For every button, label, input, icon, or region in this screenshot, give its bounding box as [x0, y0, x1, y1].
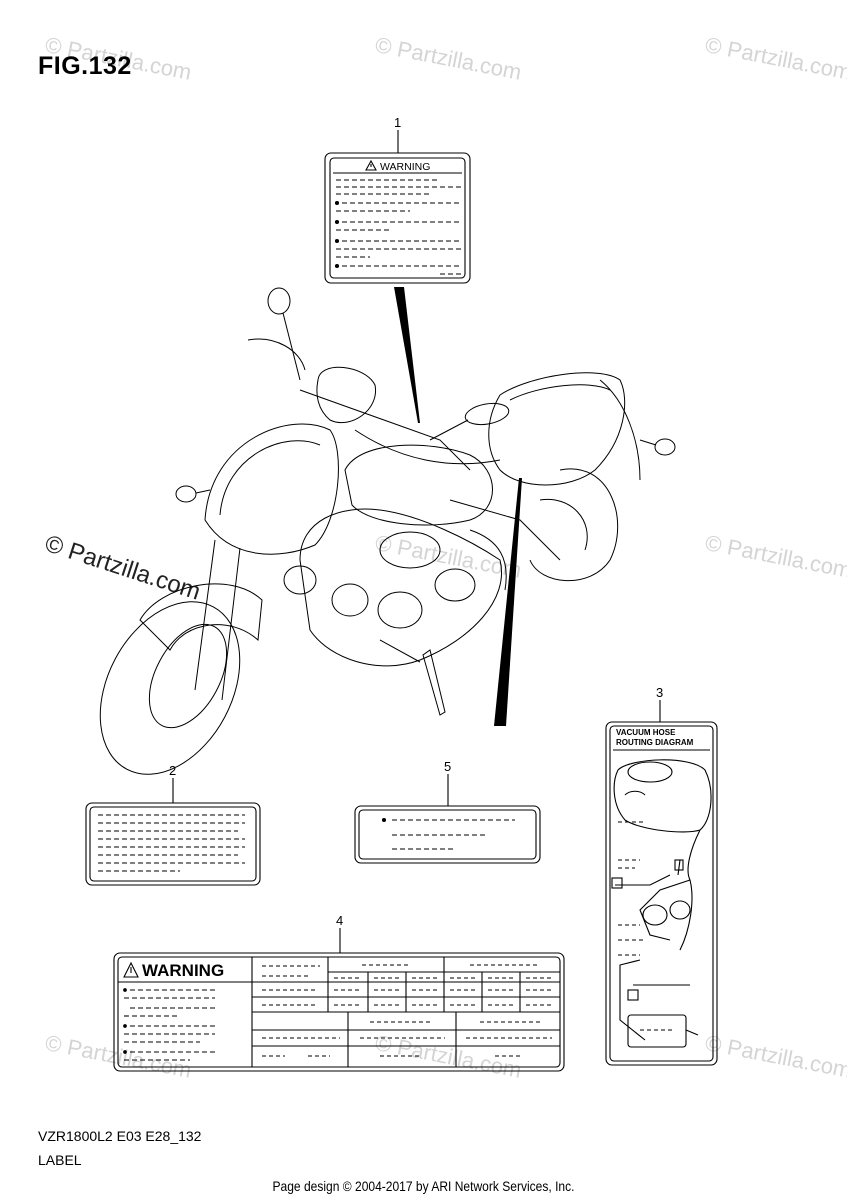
model-code: VZR1800L2 E03 E28_132 [38, 1128, 202, 1144]
callout-1[interactable]: 1 [394, 115, 401, 130]
section-name: LABEL [38, 1152, 82, 1168]
callout-5[interactable]: 5 [444, 759, 451, 774]
warning-triangle-icon [123, 961, 139, 978]
label-1[interactable] [324, 152, 471, 284]
callout-3[interactable]: 3 [656, 685, 663, 700]
label-3-heading-line1: VACUUM HOSE [616, 728, 676, 737]
label-2[interactable] [85, 778, 261, 886]
callout-2[interactable]: 2 [169, 763, 176, 778]
label-4[interactable] [113, 928, 565, 1072]
warning-triangle-icon [365, 159, 377, 171]
label-4-heading: WARNING [142, 961, 224, 980]
label-1-heading: WARNING [380, 161, 430, 173]
label-3-heading-line2: ROUTING DIAGRAM [616, 738, 694, 747]
page-credit: Page design © 2004-2017 by ARI Network S… [272, 1178, 575, 1194]
label-3[interactable] [605, 700, 718, 1066]
motorcycle-illustration [99, 287, 676, 775]
callout-4[interactable]: 4 [336, 913, 343, 928]
figure-title: FIG.132 [38, 52, 132, 80]
label-5[interactable] [354, 774, 541, 864]
